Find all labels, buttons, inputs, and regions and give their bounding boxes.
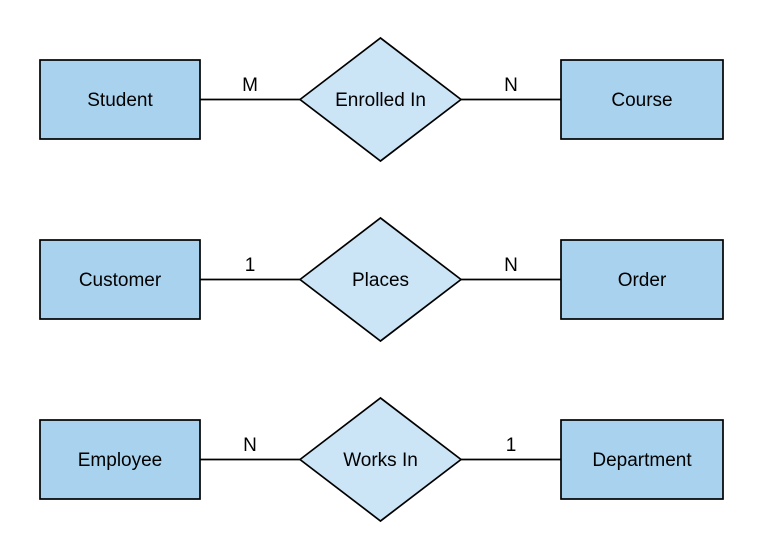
entity-label-employee: Employee bbox=[78, 450, 163, 471]
relationship-label-places: Places bbox=[352, 270, 409, 291]
relationship-row-customer-order: Customer Places Order 1 N bbox=[39, 216, 724, 343]
entity-label-course: Course bbox=[611, 90, 672, 111]
entity-course bbox=[560, 59, 724, 140]
relationship-label-enrolled-in: Enrolled In bbox=[335, 90, 426, 111]
entity-customer bbox=[39, 239, 201, 320]
entity-employee bbox=[39, 419, 201, 500]
cardinality-label-left: 1 bbox=[245, 255, 256, 276]
relationship-places bbox=[298, 216, 463, 343]
relationship-enrolled-in bbox=[298, 36, 463, 163]
cardinality-label-left: M bbox=[242, 75, 258, 96]
cardinality-label-right: N bbox=[504, 255, 518, 276]
entity-department bbox=[560, 419, 724, 500]
relationship-label-works-in: Works In bbox=[343, 450, 418, 471]
cardinality-label-right: N bbox=[504, 75, 518, 96]
cardinality-label-right: 1 bbox=[506, 435, 517, 456]
relationship-row-student-course: Student Enrolled In Course M N bbox=[39, 36, 724, 163]
entity-student bbox=[39, 59, 201, 140]
entity-label-customer: Customer bbox=[79, 270, 162, 291]
entity-label-student: Student bbox=[87, 90, 153, 111]
entity-label-department: Department bbox=[592, 450, 692, 471]
cardinality-label-left: N bbox=[243, 435, 257, 456]
relationship-works-in bbox=[298, 396, 463, 523]
relationship-row-employee-department: Employee Works In Department N 1 bbox=[39, 396, 724, 523]
entity-label-order: Order bbox=[618, 270, 667, 291]
entity-order bbox=[560, 239, 724, 320]
